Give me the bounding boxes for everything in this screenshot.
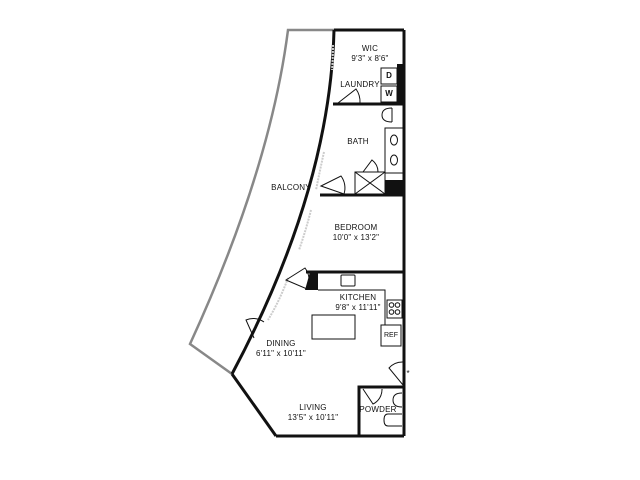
powder-toilet bbox=[383, 413, 402, 427]
powder-sink bbox=[392, 392, 403, 408]
laundry-door bbox=[337, 88, 361, 104]
powder-walls bbox=[357, 385, 404, 436]
sink bbox=[390, 154, 398, 166]
burner bbox=[394, 302, 401, 308]
kitchen-counter bbox=[318, 289, 386, 332]
sink bbox=[390, 134, 398, 146]
bath-door bbox=[319, 175, 346, 195]
room-label-laundry: LAUNDRY bbox=[340, 80, 380, 89]
window-segment bbox=[298, 209, 312, 251]
kitchen-sink bbox=[340, 274, 356, 287]
bath-wall-fill bbox=[385, 180, 403, 194]
burner bbox=[388, 309, 395, 315]
powder-door bbox=[362, 388, 383, 405]
dining-door bbox=[245, 317, 265, 339]
refrigerator bbox=[380, 324, 402, 347]
room-label-bath: BATH bbox=[347, 137, 369, 146]
window-segment bbox=[315, 151, 325, 191]
room-label-bedroom: BEDROOM 10'0" x 13'2" bbox=[332, 223, 380, 242]
balcony-outline bbox=[188, 28, 334, 376]
room-label-powder: POWDER bbox=[359, 405, 397, 414]
exterior-curved-wall bbox=[230, 29, 336, 375]
window-segment bbox=[331, 44, 334, 71]
wall-wedge bbox=[305, 272, 318, 290]
room-label-wic: WIC 9'3" x 8'6" bbox=[351, 44, 389, 63]
room-label-dining: DINING 6'11" x 10'11" bbox=[256, 339, 306, 358]
shower-x bbox=[354, 171, 386, 195]
room-label-balcony: BALCONY bbox=[271, 183, 311, 192]
entry-marker: * bbox=[406, 369, 410, 378]
bath-toilet bbox=[381, 107, 393, 123]
shower-door bbox=[362, 159, 379, 173]
refrigerator-label: REF bbox=[384, 332, 398, 339]
room-label-living: LIVING 13'5" x 10'11" bbox=[287, 403, 339, 422]
exterior-diagonal-wall bbox=[230, 373, 278, 437]
bedroom-door bbox=[284, 267, 310, 290]
dryer-label: D bbox=[386, 71, 392, 80]
entry-door bbox=[388, 361, 404, 386]
burner bbox=[394, 309, 401, 315]
wd-wall-fill bbox=[397, 64, 403, 104]
burner bbox=[388, 302, 395, 308]
bath-vanity bbox=[384, 127, 404, 174]
room-label-kitchen: KITCHEN 9'8" x 11'11" bbox=[335, 293, 381, 312]
washer-label: W bbox=[385, 89, 393, 98]
kitchen-island bbox=[311, 314, 356, 340]
window-segment bbox=[267, 277, 289, 321]
cooktop bbox=[386, 299, 403, 319]
